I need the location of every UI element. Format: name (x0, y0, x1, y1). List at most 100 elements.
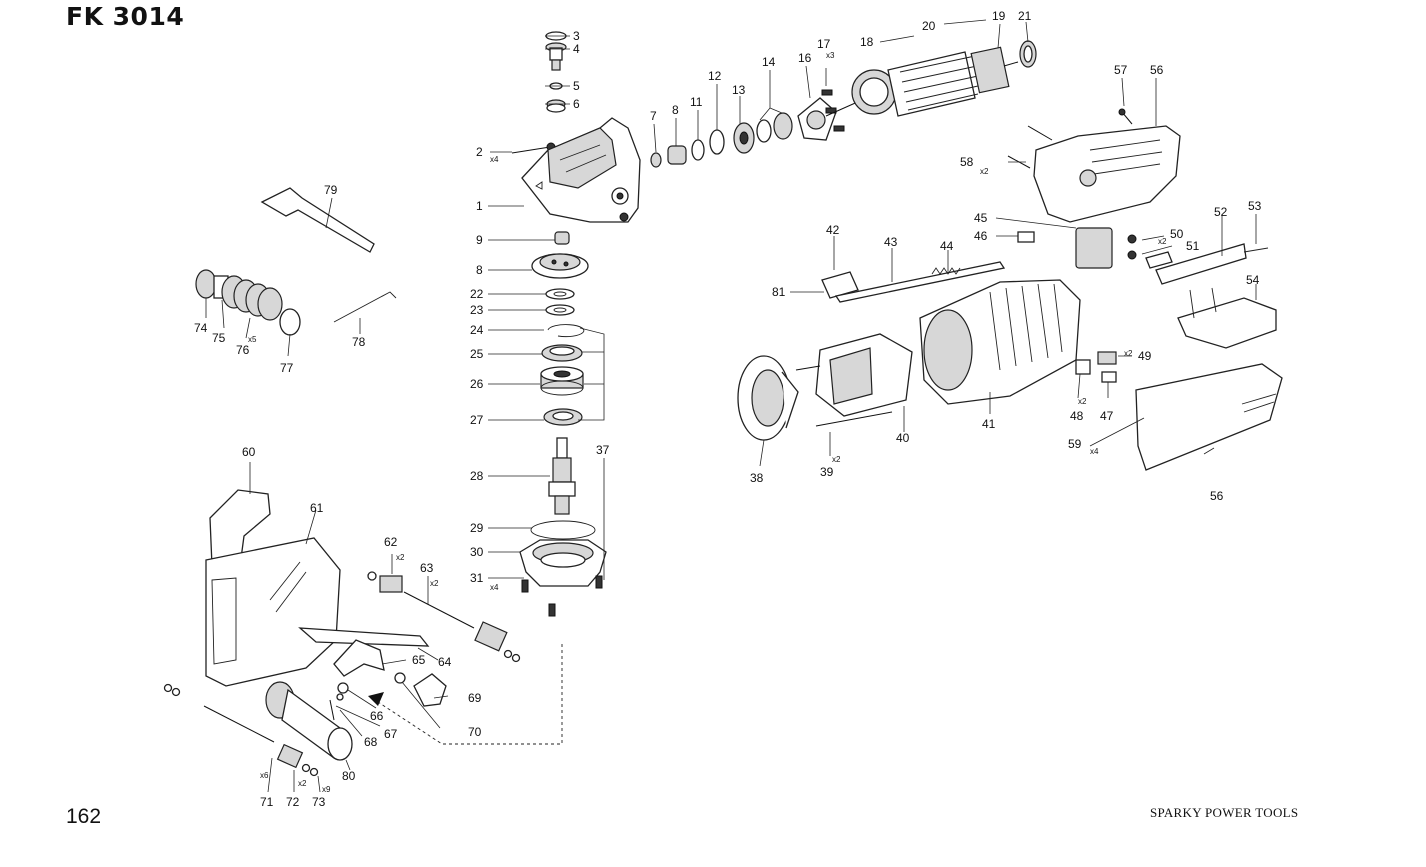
part-61-dust-guard (205, 537, 341, 687)
part-18-armature (825, 46, 1019, 117)
label-2: 2 (476, 145, 483, 159)
part-11-washer (691, 139, 705, 161)
part-24-circlip (547, 324, 585, 338)
label-5: 5 (573, 79, 580, 93)
qty-71: x6 (260, 771, 269, 780)
part-25-seal (541, 344, 583, 362)
label-9: 9 (476, 233, 483, 247)
label-79: 79 (324, 183, 338, 197)
qty-48: x2 (1078, 397, 1087, 406)
qty-58: x2 (980, 167, 989, 176)
part-6-spring (546, 99, 566, 113)
part-12-ring (709, 129, 725, 155)
part-22-washer (545, 288, 575, 300)
label-78: 78 (352, 335, 366, 349)
label-16: 16 (798, 51, 812, 65)
part-43-switch-rod (834, 261, 1006, 303)
label-19: 19 (992, 9, 1006, 23)
label-57: 57 (1114, 63, 1128, 77)
leader-lines (205, 19, 1257, 793)
model-title: FK 3014 (66, 2, 185, 31)
part-67-screw (329, 699, 335, 721)
label-7: 7 (650, 109, 657, 123)
label-12: 12 (708, 69, 722, 83)
label-51: 51 (1186, 239, 1200, 253)
label-70: 70 (468, 725, 482, 739)
label-14: 14 (762, 55, 776, 69)
label-69: 69 (468, 691, 482, 705)
part-69-knob (413, 673, 447, 707)
label-23: 23 (470, 303, 484, 317)
part-70-washer (394, 672, 406, 684)
qty-2: x4 (490, 155, 499, 164)
part-40-stator (815, 333, 913, 417)
part-72-sleeve (276, 743, 304, 769)
label-39: 39 (820, 465, 834, 479)
part-17-screws (821, 89, 845, 132)
label-24: 24 (470, 323, 484, 337)
part-57-screw (1118, 108, 1133, 125)
part-labels: 3 4 5 6 2 1 9 8 22 23 24 25 26 27 37 28 … (194, 9, 1262, 809)
qty-39: x2 (832, 455, 841, 464)
qty-59: x4 (1090, 447, 1099, 456)
qty-76: x5 (248, 335, 257, 344)
part-49-brush-holder (1097, 351, 1117, 365)
label-53: 53 (1248, 199, 1262, 213)
label-13: 13 (732, 83, 746, 97)
part-42-slider (821, 271, 859, 299)
part-78-hex-key (333, 291, 397, 323)
label-46: 46 (974, 229, 988, 243)
part-45-switch (1075, 227, 1113, 269)
label-30: 30 (470, 545, 484, 559)
part-68-washer (336, 693, 344, 701)
part-62-sleeve (367, 571, 403, 593)
part-30-bearing-cover (519, 539, 607, 587)
quantity-labels: x4 x3 x2 x2 x2 x2 x4 x2 x5 x2 x2 x4 x6 x… (248, 51, 1167, 794)
label-49: 49 (1138, 349, 1152, 363)
part-7-nut (650, 152, 662, 168)
label-25: 25 (470, 347, 484, 361)
part-38-front-cover (737, 355, 799, 441)
assembly-arrow-icon (368, 692, 384, 706)
label-50: 50 (1170, 227, 1184, 241)
part-48-brush (1075, 359, 1091, 375)
part-74-handle-end (195, 269, 217, 299)
part-53-cable (1243, 247, 1269, 253)
label-60: 60 (242, 445, 256, 459)
part-8-pinion (667, 145, 687, 165)
qty-62: x2 (396, 553, 405, 562)
qty-49: x2 (1124, 349, 1133, 358)
label-45: 45 (974, 211, 988, 225)
label-1: 1 (476, 199, 483, 213)
label-71: 71 (260, 795, 274, 809)
part-26-bearing (540, 366, 584, 396)
label-27: 27 (470, 413, 484, 427)
label-59: 59 (1068, 437, 1082, 451)
part-29-o-ring (530, 520, 596, 540)
part-28-spindle (548, 437, 576, 515)
part-9-nut (554, 231, 570, 245)
brand-footer: SPARKY POWER TOOLS (1150, 805, 1299, 820)
label-54: 54 (1246, 273, 1260, 287)
qty-31: x4 (490, 583, 499, 592)
label-52: 52 (1214, 205, 1228, 219)
part-13-bearing (733, 122, 755, 154)
part-66-washer (337, 682, 349, 694)
label-42: 42 (826, 223, 840, 237)
part-80-side-handle (265, 681, 353, 761)
label-29: 29 (470, 521, 484, 535)
part-14-bearing-set (756, 112, 793, 143)
label-21: 21 (1018, 9, 1032, 23)
part-39-screws (795, 365, 893, 427)
part-44-spring (931, 267, 961, 275)
label-75: 75 (212, 331, 226, 345)
label-26: 26 (470, 377, 484, 391)
part-79-wrench (260, 187, 375, 253)
label-28: 28 (470, 469, 484, 483)
part-27-ring (543, 408, 583, 426)
label-56-bottom: 56 (1210, 489, 1224, 503)
label-80: 80 (342, 769, 356, 783)
page-number: 162 (66, 805, 102, 828)
part-63-rod (403, 591, 475, 629)
part-64-guard-bracket (298, 621, 508, 652)
